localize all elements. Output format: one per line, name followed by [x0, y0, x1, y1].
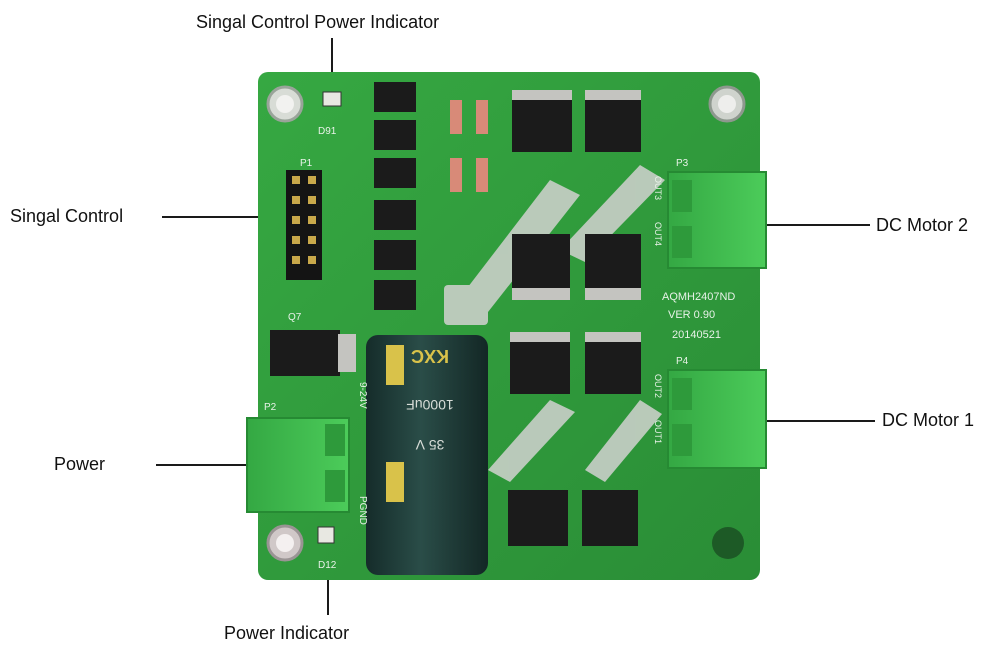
power-terminal-p2: [246, 417, 350, 513]
leader-power-indicator: [327, 545, 329, 615]
label-dc-motor-1: DC Motor 1: [882, 410, 975, 430]
label-signal-control: Singal Control: [10, 206, 124, 226]
silk-out3: OUT3: [653, 176, 663, 200]
silk-vin: 9-24V: [357, 382, 368, 409]
leader-dc-motor-1: [765, 420, 875, 422]
cap-brand: KXC: [411, 346, 449, 366]
motor-terminal-p4: [667, 369, 767, 469]
cap-voltage: 35 V: [415, 437, 444, 453]
power-indicator-led: [317, 526, 335, 544]
mounting-holes: [266, 85, 746, 562]
silk-p2: P2: [264, 402, 277, 413]
leader-signal-control: [162, 216, 280, 218]
silk-date: 20140521: [672, 329, 721, 341]
motor-terminal-p3: [667, 171, 767, 269]
mosfets: [508, 90, 641, 546]
silk-d91: D91: [318, 126, 337, 137]
capacitor: KXC 1000uF 35 V: [366, 335, 488, 575]
cap-value: 1000uF: [406, 397, 453, 413]
leader-dc-motor-2: [765, 224, 870, 226]
silk-out2: OUT2: [653, 374, 663, 398]
leader-signal-power-indicator: [331, 38, 333, 98]
silk-p1: P1: [300, 158, 313, 169]
pcb: [258, 72, 760, 580]
silk-model: AQMH2407ND: [662, 291, 735, 303]
copper-traces: [444, 165, 665, 482]
label-signal-control-power-indicator: Singal Control Power Indicator: [196, 12, 440, 32]
regulator-q7: [270, 330, 340, 376]
silk-p4: P4: [676, 356, 689, 367]
silk-q7: Q7: [288, 312, 302, 323]
label-dc-motor-2: DC Motor 2: [876, 215, 969, 235]
label-power: Power: [54, 454, 106, 474]
silk-version: VER 0.90: [668, 309, 715, 321]
silk-out1: OUT1: [653, 420, 663, 444]
diodes: [450, 100, 488, 192]
silk-gnd: PGND: [357, 496, 368, 525]
optocoupler-chips: [374, 82, 416, 310]
label-power-indicator: Power Indicator: [224, 623, 350, 643]
leader-power: [156, 464, 260, 466]
silk-p3: P3: [676, 158, 689, 169]
silk-out4: OUT4: [653, 222, 663, 246]
signal-control-header: [286, 170, 322, 280]
